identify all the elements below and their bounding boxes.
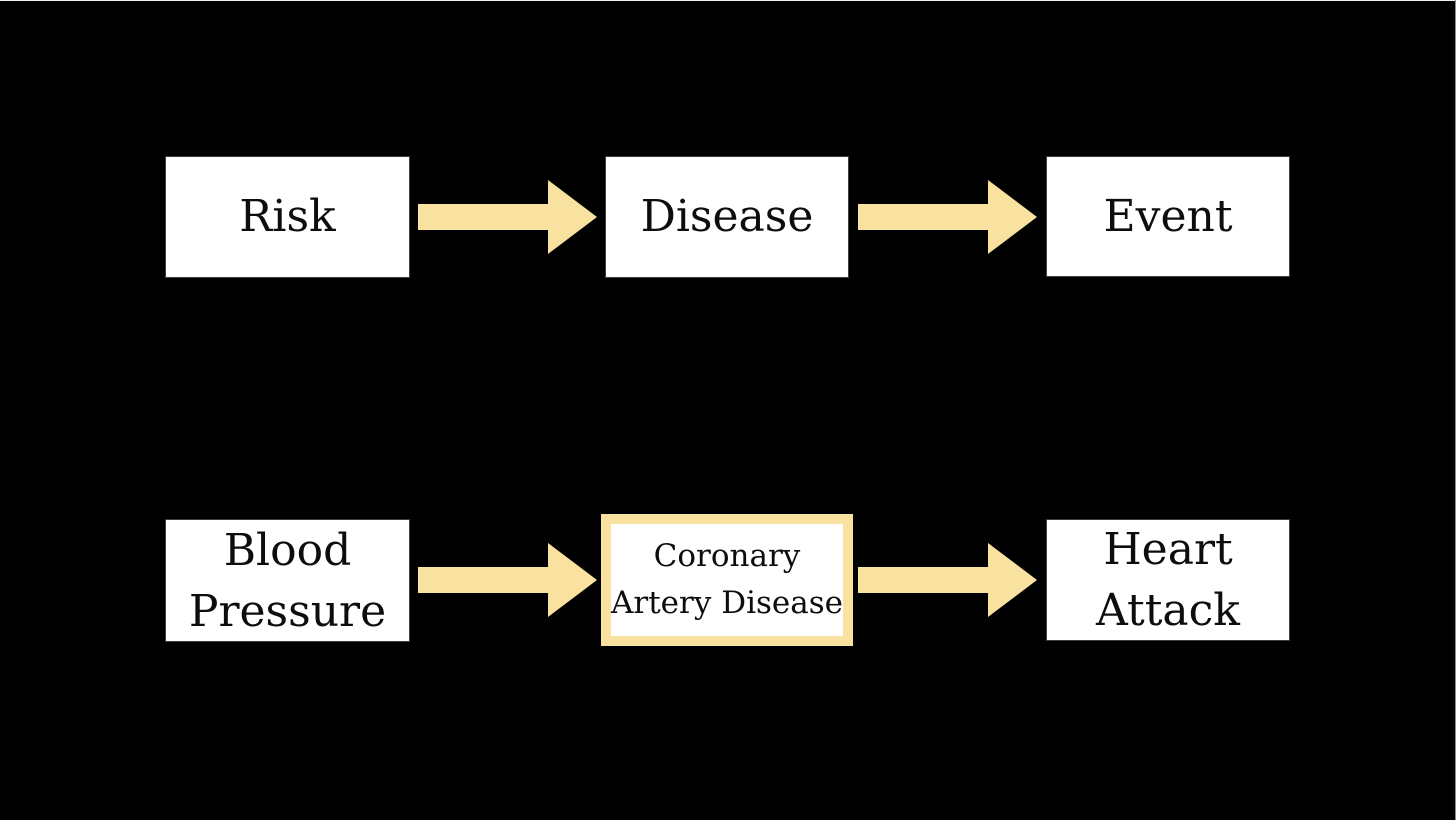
- arrow-disease-to-event-icon: [858, 180, 1037, 254]
- arrow-shape: [858, 543, 1037, 617]
- arrow-shape: [418, 180, 597, 254]
- node-event: Event: [1046, 156, 1290, 277]
- node-coronary-artery-disease-highlighted: Coronary Artery Disease: [601, 514, 853, 646]
- arrow-blood-pressure-to-cad-icon: [418, 543, 597, 617]
- arrow-shape: [858, 180, 1037, 254]
- arrow-risk-to-disease-icon: [418, 180, 597, 254]
- top-edge-line: [0, 0, 1456, 1]
- node-heart-attack-line1: Heart: [1103, 524, 1233, 575]
- node-blood-pressure: Blood Pressure: [165, 519, 410, 642]
- node-risk: Risk: [165, 156, 410, 278]
- node-heart-attack: Heart Attack: [1046, 519, 1290, 641]
- node-cad-line1: Coronary: [653, 538, 801, 574]
- node-event-label: Event: [1103, 190, 1233, 242]
- arrow-cad-to-heart-attack-icon: [858, 543, 1037, 617]
- node-risk-label: Risk: [239, 191, 336, 242]
- node-cad-line2: Artery Disease: [611, 585, 843, 621]
- node-disease: Disease: [605, 156, 849, 278]
- arrow-shape: [418, 543, 597, 617]
- node-heart-attack-line2: Attack: [1096, 585, 1240, 636]
- node-blood-pressure-line1: Blood: [223, 524, 352, 576]
- node-disease-label: Disease: [640, 191, 814, 242]
- node-blood-pressure-line2: Pressure: [188, 585, 387, 637]
